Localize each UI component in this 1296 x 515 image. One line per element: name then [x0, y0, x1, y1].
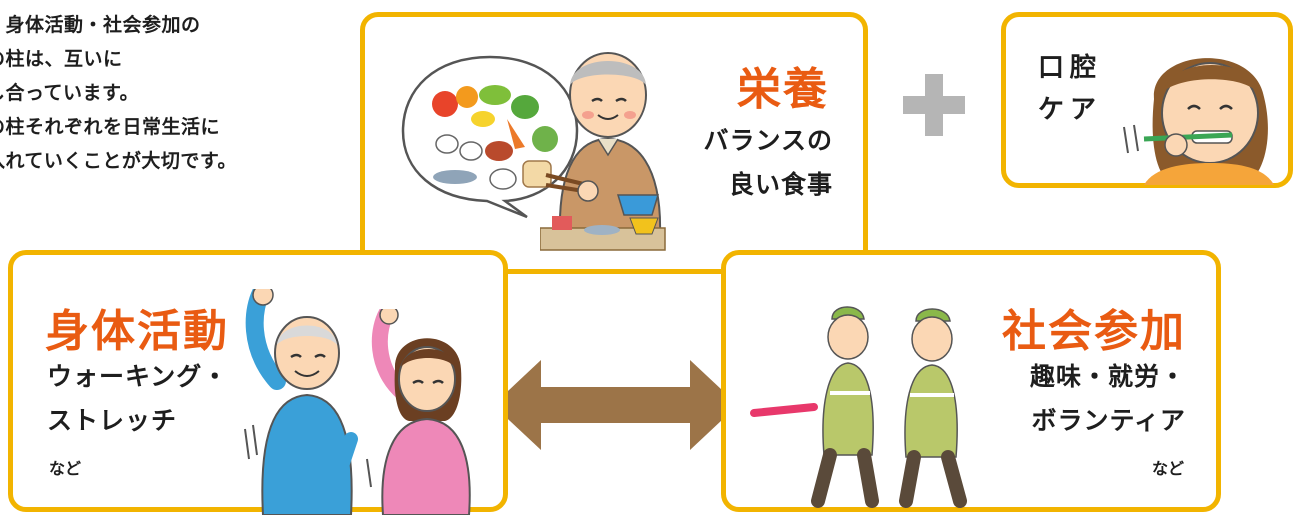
intro-line: し合っています。	[0, 82, 140, 104]
woman-stretching-illustration	[366, 309, 471, 515]
physical-activity-card: 身体活動 ウォーキング・ ストレッチ など	[8, 250, 508, 515]
plus-icon	[903, 74, 965, 140]
arrow-physical-social	[493, 360, 738, 450]
nutrition-title: 栄養	[737, 64, 829, 115]
elderly-man-eating-illustration	[545, 52, 662, 236]
physical-title: 身体活動	[45, 306, 229, 357]
social-desc-line2: ボランティア	[1031, 406, 1186, 435]
social-participation-card: 社会参加 趣味・就労・ ボランティア など	[721, 250, 1221, 512]
intro-line: ・身体活動・社会参加の	[0, 14, 201, 36]
elderly-man-stretching-illustration	[244, 289, 358, 515]
nutrition-desc: バランスの 良い食事	[703, 119, 833, 207]
intro-line: の柱それぞれを日常生活に	[0, 116, 221, 138]
social-title: 社会参加	[1002, 306, 1186, 357]
social-desc: 趣味・就労・ ボランティア	[1030, 355, 1186, 443]
food-bubble-illustration	[401, 55, 579, 219]
nutrition-desc-line2: 良い食事	[728, 170, 833, 199]
intro-text: ・身体活動・社会参加の の柱は、互いに し合っています。 の柱それぞれを日常生活…	[0, 8, 326, 178]
volunteer-patrol-man-2-illustration	[899, 308, 967, 508]
volunteer-patrol-man-1-illustration	[750, 306, 879, 508]
oral-care-label: 口腔 ケア	[1038, 47, 1102, 131]
oral-care-card: 口腔 ケア	[1001, 12, 1293, 188]
social-desc-line1: 趣味・就労・	[1029, 362, 1186, 391]
physical-desc-line2: ストレッチ	[47, 406, 178, 435]
girl-brushing-teeth-illustration	[1123, 58, 1274, 185]
table-illustration	[540, 216, 666, 251]
intro-line: 入れていくことが大切です。	[0, 150, 238, 172]
nutrition-card: 栄養 バランスの 良い食事	[360, 12, 868, 274]
oral-care-line2: ケア	[1038, 95, 1103, 125]
physical-desc-line1: ウォーキング・	[47, 362, 229, 391]
nutrition-desc-line1: バランスの	[703, 126, 833, 155]
intro-line: の柱は、互いに	[0, 48, 123, 70]
oral-care-line1: 口腔	[1038, 53, 1103, 83]
social-note: など	[1151, 459, 1184, 478]
physical-desc: ウォーキング・ ストレッチ	[47, 355, 228, 443]
physical-note: など	[49, 459, 82, 478]
